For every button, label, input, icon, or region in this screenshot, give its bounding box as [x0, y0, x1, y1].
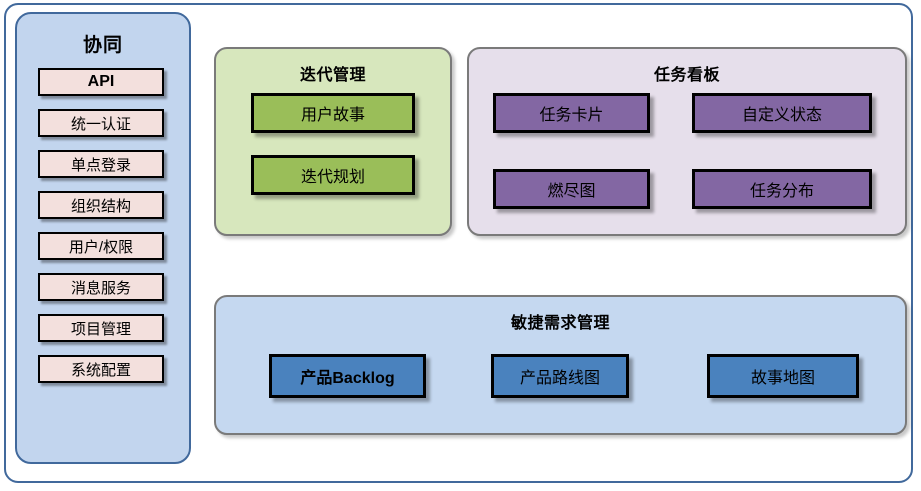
- feature-burndown-chart[interactable]: 燃尽图: [493, 169, 650, 209]
- feature-product-roadmap[interactable]: 产品路线图: [491, 354, 629, 398]
- panel-iteration-management: 迭代管理: [214, 47, 452, 236]
- sidebar-item-user-permission[interactable]: 用户/权限: [38, 232, 164, 260]
- sidebar-item-list: API 统一认证 单点登录 组织结构 用户/权限 消息服务 项目管理 系统配置: [38, 68, 164, 396]
- feature-task-distribution[interactable]: 任务分布: [692, 169, 872, 209]
- sidebar-title: 协同: [82, 35, 123, 56]
- feature-product-backlog[interactable]: 产品Backlog: [269, 354, 426, 398]
- feature-iteration-planning[interactable]: 迭代规划: [251, 155, 415, 195]
- sidebar-item-unified-auth[interactable]: 统一认证: [38, 109, 164, 137]
- feature-task-card[interactable]: 任务卡片: [493, 93, 650, 133]
- feature-custom-status[interactable]: 自定义状态: [692, 93, 872, 133]
- panel-agile-title: 敏捷需求管理: [510, 315, 610, 332]
- sidebar-item-api[interactable]: API: [38, 68, 164, 96]
- feature-user-story[interactable]: 用户故事: [251, 93, 415, 133]
- sidebar-item-system-config[interactable]: 系统配置: [38, 355, 164, 383]
- sidebar-collaboration: 协同 API 统一认证 单点登录 组织结构 用户/权限 消息服务 项目管理 系统…: [15, 12, 191, 464]
- sidebar-item-org-structure[interactable]: 组织结构: [38, 191, 164, 219]
- sidebar-item-message-service[interactable]: 消息服务: [38, 273, 164, 301]
- panel-iteration-title: 迭代管理: [299, 67, 366, 84]
- feature-story-map[interactable]: 故事地图: [707, 354, 859, 398]
- sidebar-item-single-sign-on[interactable]: 单点登录: [38, 150, 164, 178]
- panel-kanban-title: 任务看板: [653, 67, 720, 84]
- sidebar-item-project-management[interactable]: 项目管理: [38, 314, 164, 342]
